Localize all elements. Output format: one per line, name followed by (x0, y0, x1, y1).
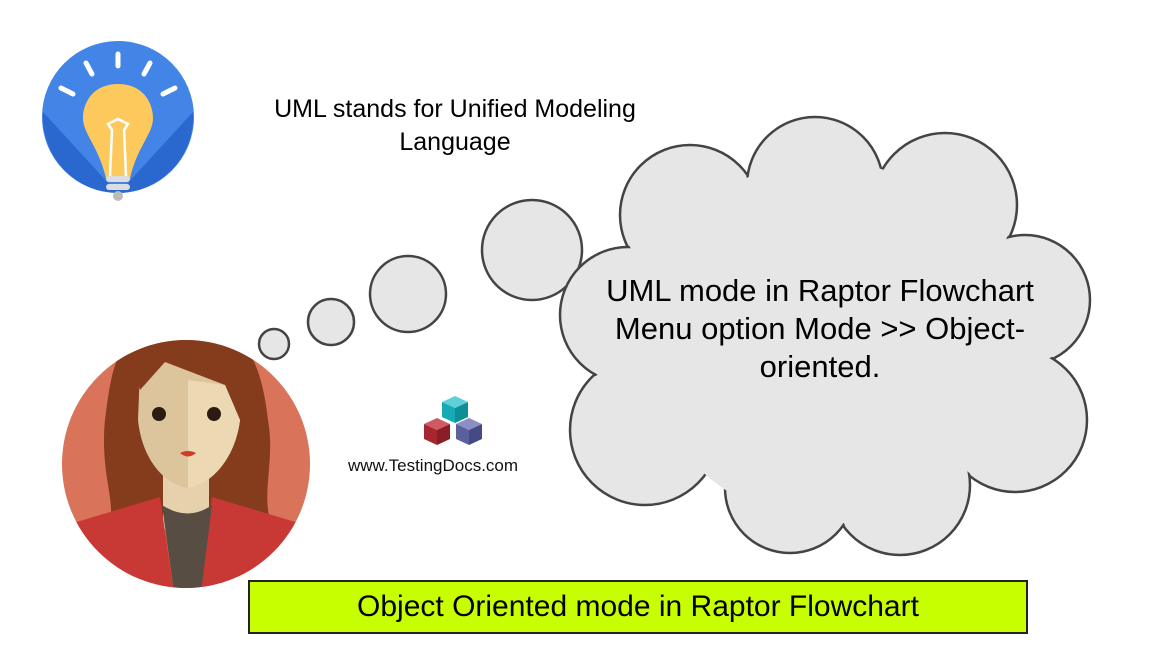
watermark-url: www.TestingDocs.com (348, 456, 519, 475)
thought-cloud (558, 115, 1092, 557)
title-banner-text: Object Oriented mode in Raptor Flowchart (357, 590, 919, 623)
thought-bubble-trail (257, 198, 584, 361)
lightbulb-icon (42, 41, 194, 201)
woman-avatar-icon (62, 340, 310, 588)
cubes-logo-icon (424, 396, 482, 445)
title-banner: Object Oriented mode in Raptor Flowchart (248, 580, 1028, 634)
uml-definition-note: UML stands for Unified Modeling Language (274, 95, 636, 156)
thought-bubble-text: UML mode in Raptor Flowchart Menu option… (606, 273, 1034, 384)
